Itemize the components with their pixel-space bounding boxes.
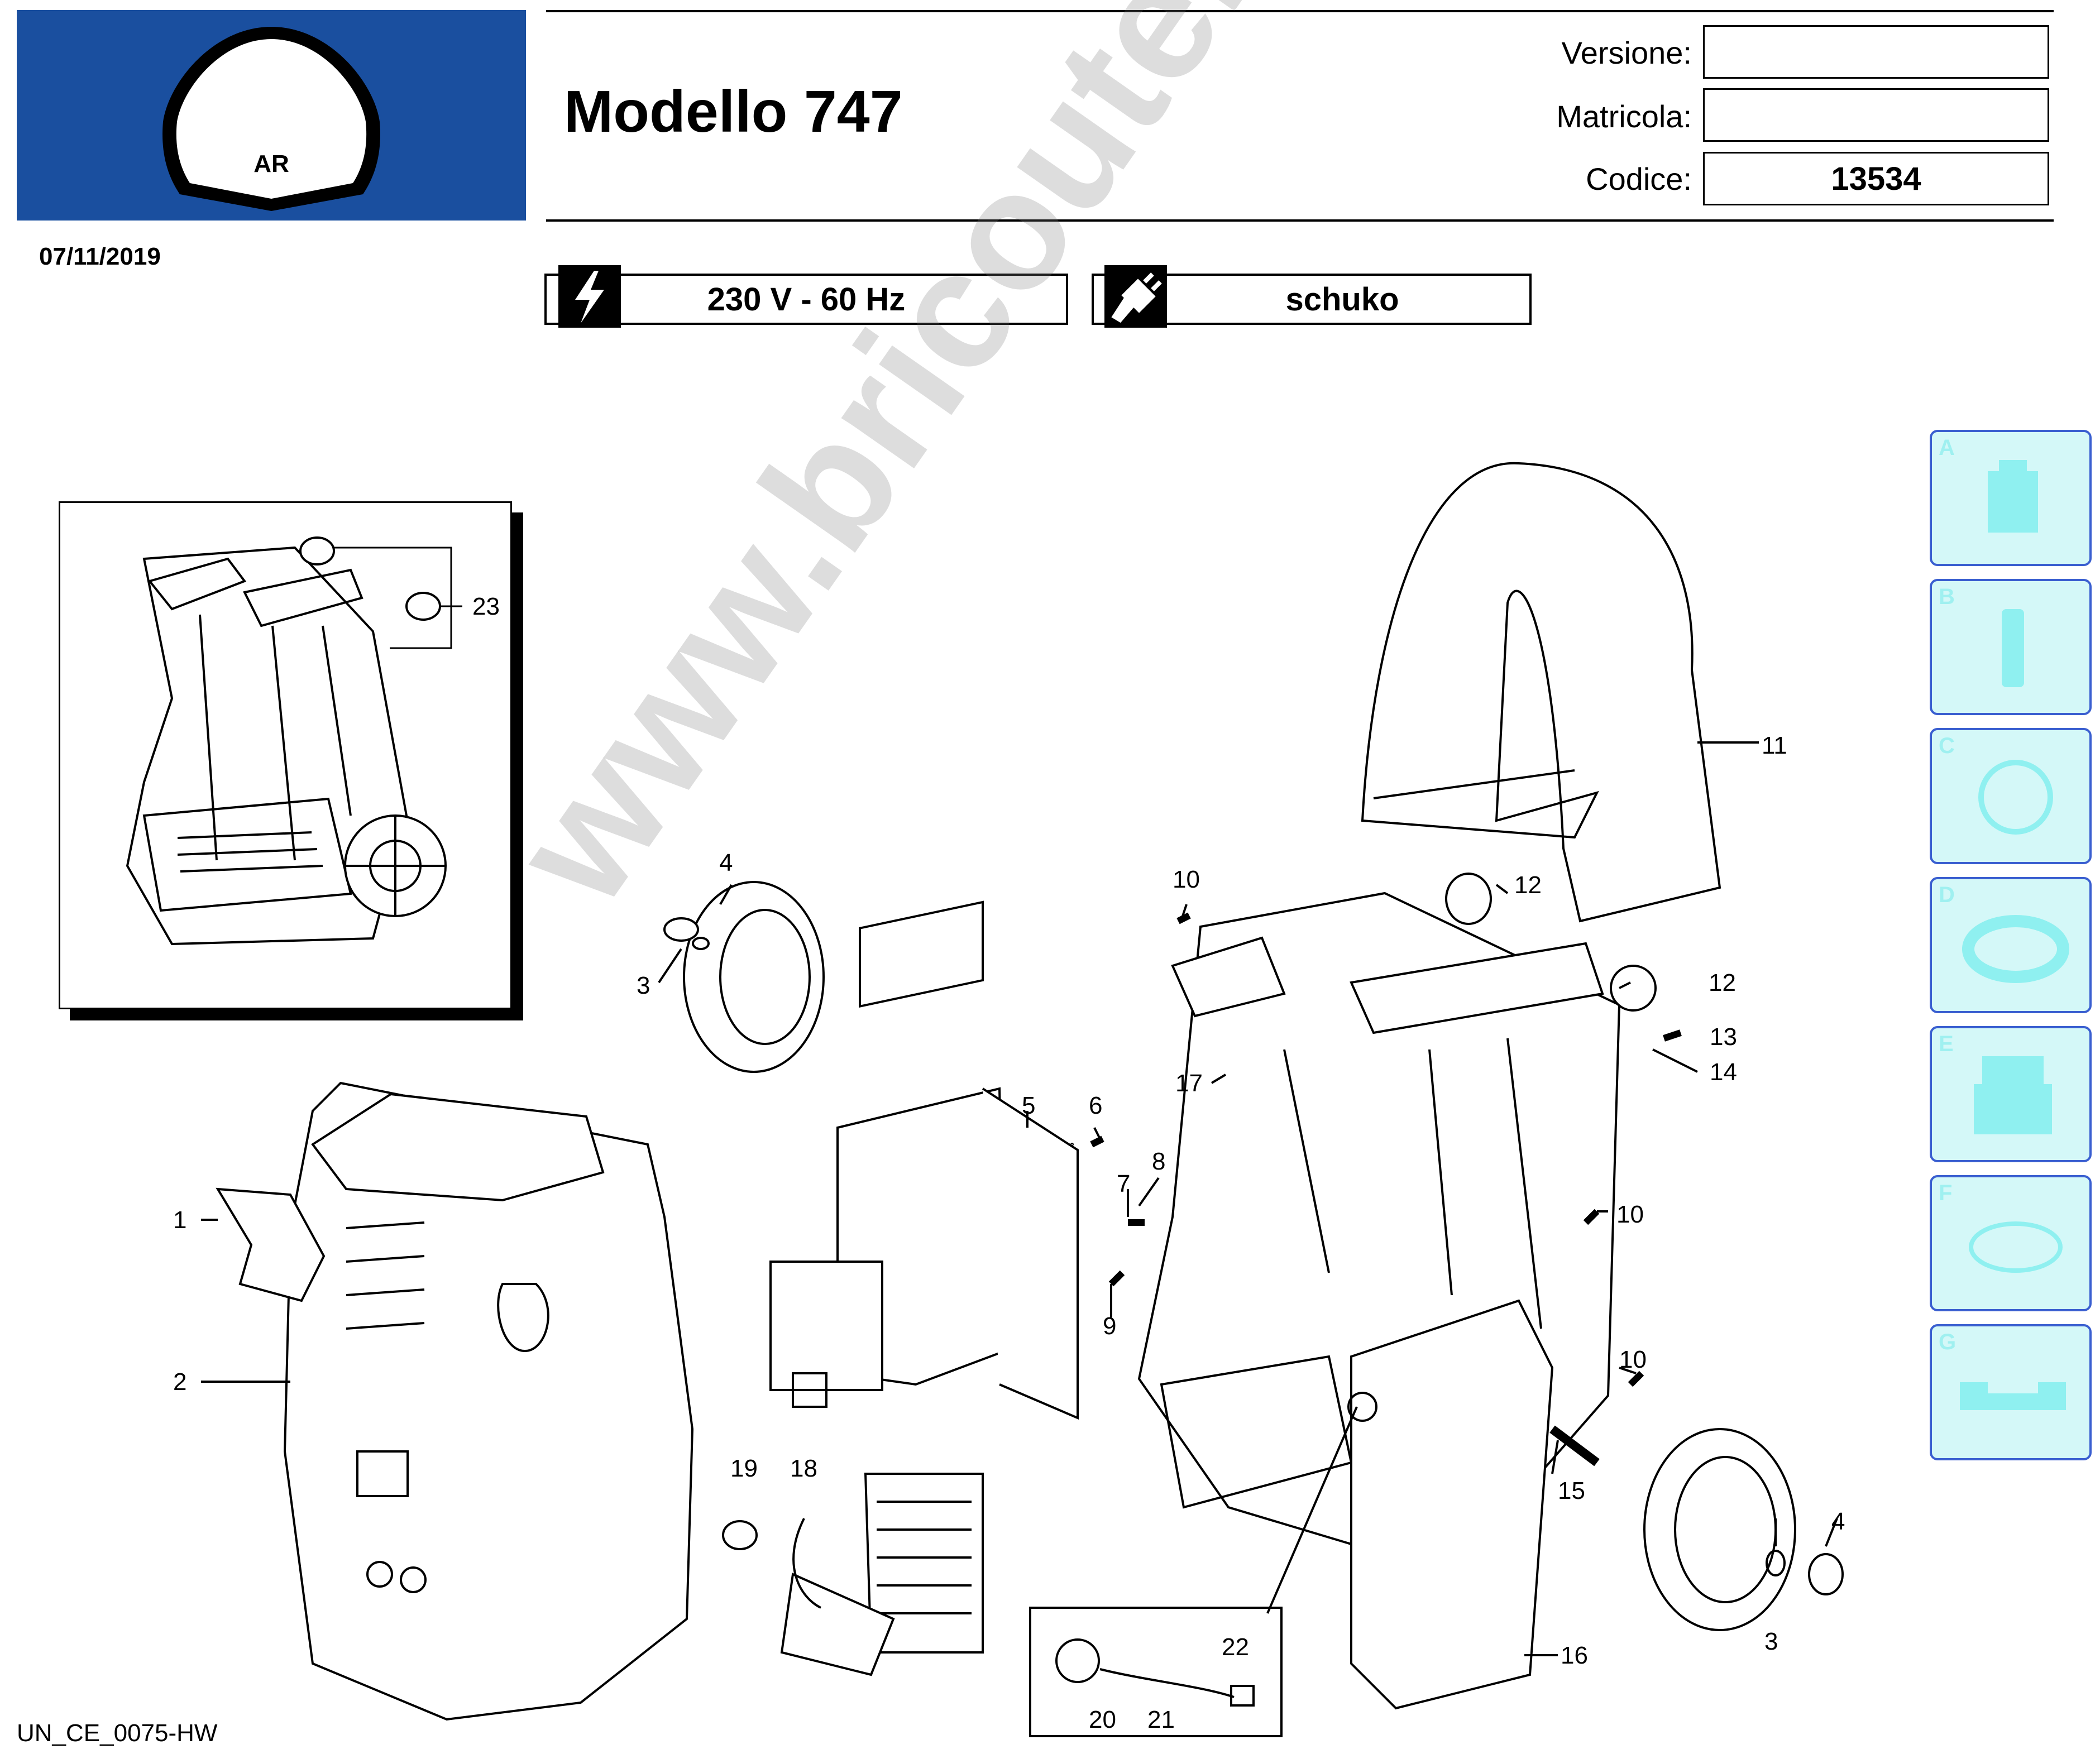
callout-22: 22 [1222,1633,1249,1661]
callout-9: 9 [1103,1312,1116,1340]
callout-18: 18 [790,1455,817,1482]
callout-15: 15 [1558,1477,1585,1504]
plug-spec: schuko [1092,274,1532,325]
callout-12a: 12 [1514,871,1542,899]
callout-3b: 3 [1764,1628,1778,1655]
part-19 [722,1520,758,1550]
handle [1361,462,1721,923]
cylinder-part-icon [2002,609,2024,687]
gasket-icon [1962,915,2069,983]
callout-10a: 10 [1173,866,1200,893]
header-bottom-rule [546,219,2054,222]
callout-17: 17 [1175,1070,1203,1097]
callout-3: 3 [637,972,650,999]
serial-field [1703,88,2049,142]
tab-e-letter: E [1939,1032,1954,1056]
caster-12b [1610,965,1657,1012]
valve-part-icon [1974,1056,2052,1134]
logo-text: AR [253,150,289,178]
callout-16: 16 [1561,1642,1588,1669]
tab-d-letter: D [1939,883,1955,907]
page-title: Modello 747 [564,79,903,145]
brand-logo: AR [17,10,526,221]
cable-hook [216,1187,326,1302]
pump [864,1473,984,1654]
callout-8: 8 [1152,1148,1165,1175]
detail-box-20-22 [1029,1607,1283,1737]
callout-1: 1 [173,1206,186,1234]
serial-label: Matricola: [1556,99,1692,134]
code-field: 13534 [1703,152,2049,205]
tab-f[interactable]: F [1930,1175,2092,1311]
callout-7: 7 [1117,1170,1130,1197]
caster-12a [1445,873,1492,925]
tab-f-letter: F [1939,1181,1953,1205]
callout-6: 6 [1089,1092,1102,1119]
tab-c-letter: C [1939,734,1955,758]
callout-2: 2 [173,1368,186,1396]
front-cover [283,1081,694,1721]
lightning-icon [558,265,621,328]
version-field [1703,25,2049,79]
version-label: Versione: [1561,35,1692,70]
callout-10b: 10 [1616,1201,1644,1228]
tab-b-letter: B [1939,584,1955,609]
callout-11: 11 [1762,732,1787,759]
tab-d[interactable]: D [1930,877,2092,1013]
header-top-rule [546,10,2054,12]
axle [1549,1425,1600,1467]
ring-seal-icon [1978,760,2053,835]
motor-part-icon [1988,460,2038,533]
code-label: Codice: [1586,161,1692,197]
tab-g[interactable]: G [1930,1324,2092,1460]
tab-a-letter: A [1939,435,1955,460]
bracket-part-icon [1960,1382,2066,1410]
tab-b[interactable]: B [1930,579,2092,715]
tank-cover [1350,1299,1554,1710]
callout-20: 20 [1089,1706,1116,1733]
callout-4: 4 [719,849,733,876]
tab-a[interactable]: A [1930,430,2092,566]
callout-5: 5 [1022,1092,1035,1119]
footer-code: UN_CE_0075-HW [17,1719,218,1747]
tab-e[interactable]: E [1930,1026,2092,1162]
callout-14: 14 [1710,1058,1737,1086]
tab-c[interactable]: C [1930,728,2092,864]
wheel-right [1643,1428,1796,1631]
callout-19: 19 [730,1455,758,1482]
callout-13: 13 [1710,1023,1737,1051]
plug-icon [1104,265,1167,328]
assembled-view-inset: 23 [59,501,512,1009]
o-ring-icon [1969,1221,2063,1273]
wheel-left [683,881,825,1073]
callout-4b: 4 [1831,1508,1845,1535]
callout-21: 21 [1147,1706,1175,1733]
callout-12b: 12 [1709,969,1736,996]
date: 07/11/2019 [39,243,161,270]
voltage-spec: 230 V - 60 Hz [544,274,1068,325]
callout-23: 23 [472,593,500,620]
tab-g-letter: G [1939,1330,1957,1354]
part-18 [792,1518,821,1609]
callout-10c: 10 [1619,1346,1647,1373]
